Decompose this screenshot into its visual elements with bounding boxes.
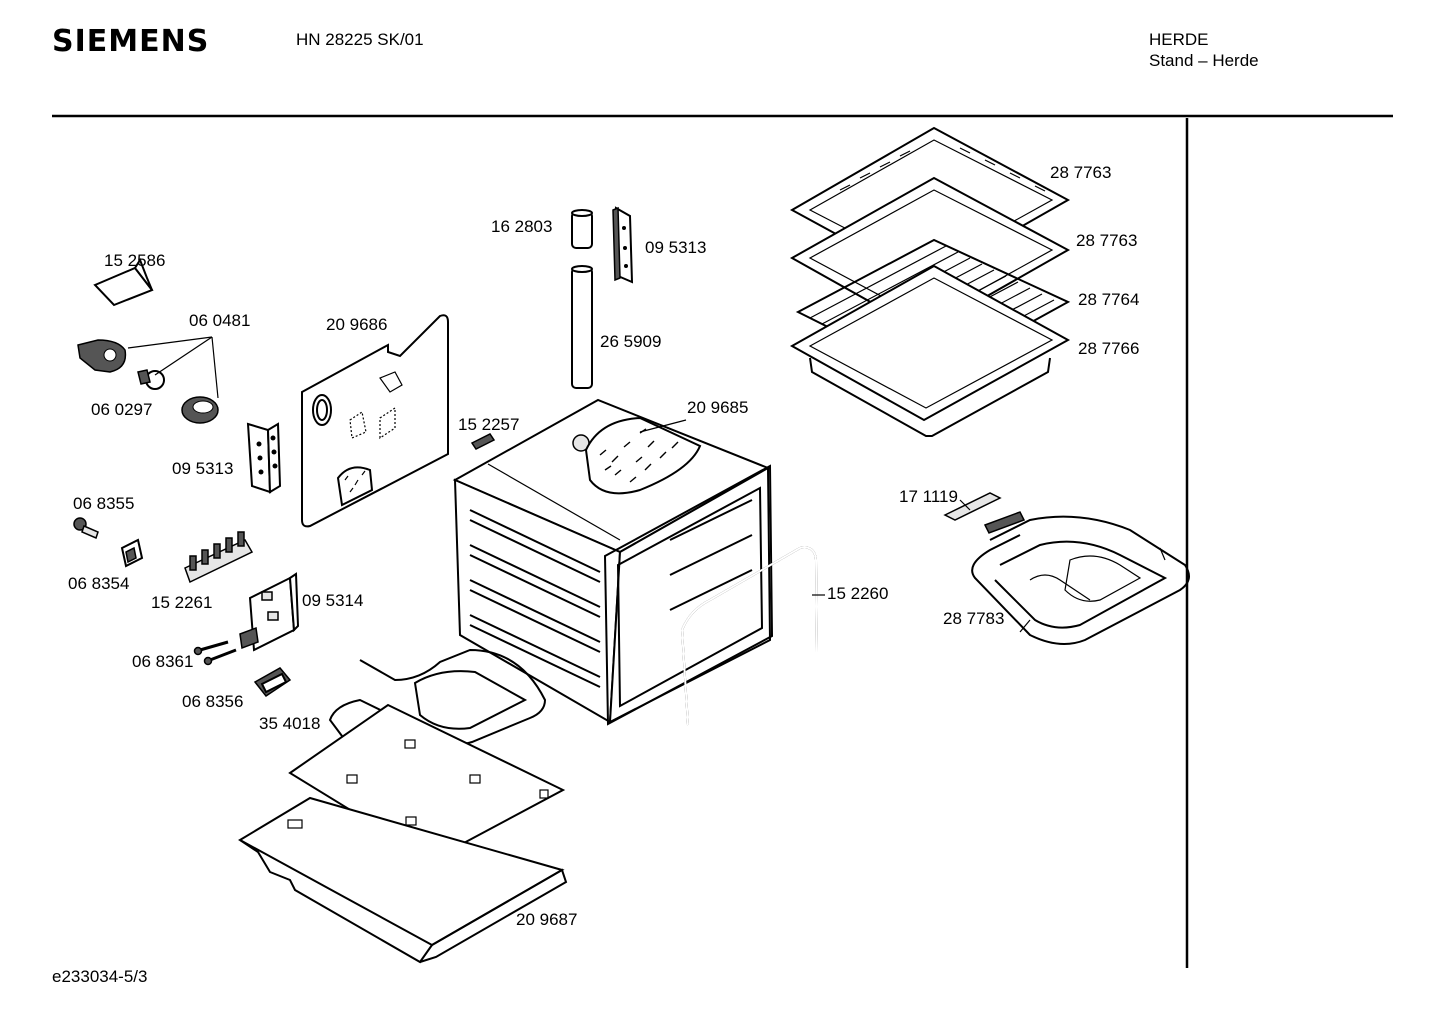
label-068354: 06 8354 xyxy=(68,574,129,593)
label-095314: 09 5314 xyxy=(302,591,363,610)
label-287763-a: 28 7763 xyxy=(1050,163,1111,182)
label-068356: 06 8356 xyxy=(182,692,243,711)
vent-pipe-long[interactable] xyxy=(571,265,593,389)
grill-heating-element[interactable] xyxy=(971,515,1190,645)
bottom-tray-209687[interactable] xyxy=(237,796,568,964)
mounting-bracket-152586[interactable] xyxy=(93,257,154,307)
screw-068355[interactable] xyxy=(73,517,99,540)
label-095313-top: 09 5313 xyxy=(645,238,706,257)
side-insulation-panel[interactable] xyxy=(301,314,449,528)
door-seal[interactable] xyxy=(680,546,818,726)
label-060481: 06 0481 xyxy=(189,311,250,330)
brand-logo: SIEMENS xyxy=(52,24,210,59)
category-title: HERDE xyxy=(1149,30,1209,49)
door-latch-068356[interactable] xyxy=(253,667,292,698)
leader-lines xyxy=(639,419,971,596)
label-171119: 17 1119 xyxy=(899,487,958,506)
lamp-holder[interactable] xyxy=(77,339,127,373)
lamp-bulb[interactable] xyxy=(137,369,165,390)
terminal-block[interactable] xyxy=(943,492,1026,534)
hinge-bracket-side[interactable] xyxy=(246,422,282,494)
model-number: HN 28225 SK/01 xyxy=(296,30,424,49)
long-screws-068361[interactable] xyxy=(193,640,237,666)
label-354018: 35 4018 xyxy=(259,714,320,733)
deep-baking-pan[interactable] xyxy=(789,264,1071,437)
lamp-cover[interactable] xyxy=(181,396,219,424)
clip-152257[interactable] xyxy=(470,433,496,450)
label-287783: 28 7783 xyxy=(943,609,1004,628)
label-209686: 20 9686 xyxy=(326,315,387,334)
label-265909: 26 5909 xyxy=(600,332,661,351)
label-152260: 15 2260 xyxy=(827,584,888,603)
document-id: e233034-5/3 xyxy=(52,967,148,986)
label-068355: 06 8355 xyxy=(73,494,134,513)
label-068361: 06 8361 xyxy=(132,652,193,671)
clip-068354[interactable] xyxy=(120,538,144,568)
label-209687: 20 9687 xyxy=(516,910,577,929)
label-095313-side: 09 5313 xyxy=(172,459,233,478)
vent-pipe-short[interactable] xyxy=(571,209,593,249)
label-287763-b: 28 7763 xyxy=(1076,231,1137,250)
hinge-bracket-top[interactable] xyxy=(612,206,634,284)
label-287764: 28 7764 xyxy=(1078,290,1139,309)
label-152586: 15 2586 xyxy=(104,251,165,270)
subcategory-title: Stand – Herde xyxy=(1149,51,1259,70)
terminal-strip-152261[interactable] xyxy=(184,531,254,584)
label-209685: 20 9685 xyxy=(687,398,748,417)
label-287766: 28 7766 xyxy=(1078,339,1139,358)
insulation-mat-top[interactable] xyxy=(584,416,702,495)
label-060297: 06 0297 xyxy=(91,400,152,419)
door-lock-bracket[interactable] xyxy=(239,572,300,652)
label-162803: 16 2803 xyxy=(491,217,552,236)
label-152257: 15 2257 xyxy=(458,415,519,434)
label-152261: 15 2261 xyxy=(151,593,212,612)
